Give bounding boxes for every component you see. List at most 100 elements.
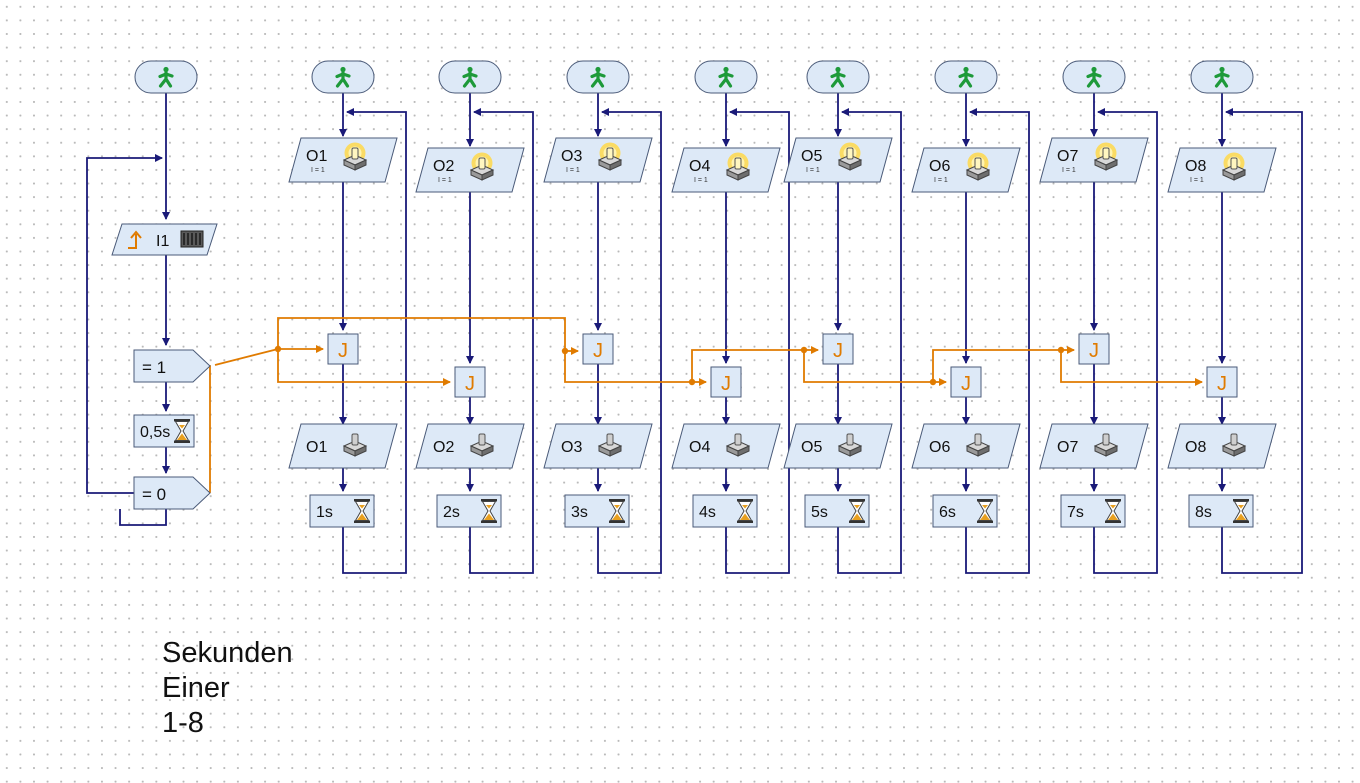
input-wait-block: I1 xyxy=(111,223,218,256)
branch-label: = 0 xyxy=(142,485,166,504)
join-block-shape xyxy=(1078,333,1110,365)
join-block: J xyxy=(1206,366,1238,398)
hourglass-sand-top xyxy=(1238,505,1244,509)
join-label: J xyxy=(833,340,843,362)
output-on-block: O2 I = 1 xyxy=(415,147,525,193)
lamp-on-icon xyxy=(837,142,863,171)
hourglass-sand-top xyxy=(854,505,860,509)
start-icon-body xyxy=(590,70,606,88)
delay-block: 2s xyxy=(436,494,502,528)
column-loop-return xyxy=(965,108,1030,574)
lamp-off-icon xyxy=(342,433,368,457)
output-sublabel: I = 1 xyxy=(566,167,580,174)
lamp-bulb xyxy=(351,433,359,446)
walking-man-start-icon xyxy=(718,66,734,88)
interface-module-icon xyxy=(180,230,204,248)
lamp-base-right xyxy=(1233,445,1246,457)
delay-block: 5s xyxy=(804,494,870,528)
lamp-base-right xyxy=(481,445,494,457)
lamp-on-icon xyxy=(1093,142,1119,171)
output-off-block: O5 xyxy=(783,423,893,469)
output-sublabel: I = 1 xyxy=(1062,167,1076,174)
hourglass-icon xyxy=(609,499,625,523)
start-icon-head xyxy=(1091,66,1097,73)
hourglass-sand-bottom xyxy=(852,513,862,520)
hourglass-bottom-cap xyxy=(174,440,190,443)
output-label: O4 xyxy=(689,439,710,456)
data-to-bus xyxy=(214,348,279,366)
lamp-off-icon xyxy=(1093,433,1119,457)
lamp-base-right xyxy=(1105,159,1118,171)
lamp-on-icon xyxy=(725,152,751,181)
delay-block: 0,5s xyxy=(133,414,195,448)
start-icon-body xyxy=(1214,70,1230,88)
branch-block-shape xyxy=(133,349,211,383)
hourglass-icon xyxy=(354,499,370,523)
hourglass-glass xyxy=(1105,501,1121,521)
lamp-base-right xyxy=(354,445,367,457)
data-bus-upper-1 xyxy=(277,317,566,351)
branch-block-shape xyxy=(133,476,211,510)
start-block xyxy=(134,60,198,94)
delay-block: 8s xyxy=(1188,494,1254,528)
hourglass-top-cap xyxy=(174,419,190,422)
lamp-off-icon xyxy=(597,433,623,457)
output-sublabel: I = 1 xyxy=(311,167,325,174)
start-block xyxy=(1190,60,1254,94)
lamp-base-right xyxy=(609,159,622,171)
hourglass-top-cap xyxy=(977,499,993,502)
lamp-base-right xyxy=(354,159,367,171)
output-label: O2 xyxy=(433,158,454,175)
hourglass-sand-bottom xyxy=(177,433,187,440)
output-sublabel: I = 1 xyxy=(1190,177,1204,184)
delay-block: 4s xyxy=(692,494,758,528)
output-off-block: O3 xyxy=(543,423,653,469)
output-on-block: O8I = 1 xyxy=(1167,147,1277,193)
start-block xyxy=(311,60,375,94)
lamp-base-right xyxy=(977,169,990,181)
output-label: O7 xyxy=(1057,439,1078,456)
hourglass-bottom-cap xyxy=(609,520,625,523)
program-flow-lines xyxy=(86,93,1303,574)
hourglass-bottom-cap xyxy=(977,520,993,523)
walking-man-start-icon xyxy=(958,66,974,88)
hourglass-glass xyxy=(354,501,370,521)
caption-line-3: 1-8 xyxy=(162,707,204,739)
lamp-bulb xyxy=(974,157,982,170)
start-icon-head xyxy=(835,66,841,73)
column-loop-return xyxy=(597,108,662,574)
walking-man-start-icon xyxy=(335,66,351,88)
join-label: J xyxy=(338,340,348,362)
output-sublabel: I = 1 xyxy=(806,167,820,174)
lamp-bulb xyxy=(846,433,854,446)
join-block: J xyxy=(950,366,982,398)
delay-block: 1s xyxy=(309,494,375,528)
output-label: O2 xyxy=(433,439,454,456)
hourglass-sand-bottom xyxy=(1236,513,1246,520)
join-block: J xyxy=(327,333,359,365)
hourglass-bottom-cap xyxy=(737,520,753,523)
hourglass-icon xyxy=(977,499,993,523)
hourglass-bottom-cap xyxy=(1233,520,1249,523)
start-block xyxy=(1062,60,1126,94)
lamp-bulb xyxy=(1102,147,1110,160)
lamp-bulb xyxy=(1230,157,1238,170)
start-icon-body xyxy=(958,70,974,88)
lamp-base-right xyxy=(1233,169,1246,181)
join-block-shape xyxy=(327,333,359,365)
hourglass-top-cap xyxy=(354,499,370,502)
output-off-block: O6 xyxy=(911,423,1021,469)
output-on-block: O6I = 1 xyxy=(911,147,1021,193)
output-sublabel: I = 1 xyxy=(438,177,452,184)
start-block xyxy=(934,60,998,94)
join-block-shape xyxy=(950,366,982,398)
output-label: O6 xyxy=(929,439,950,456)
hourglass-sand-bottom xyxy=(740,513,750,520)
join-block: J xyxy=(822,333,854,365)
output-label: O3 xyxy=(561,148,582,165)
hourglass-icon xyxy=(737,499,753,523)
